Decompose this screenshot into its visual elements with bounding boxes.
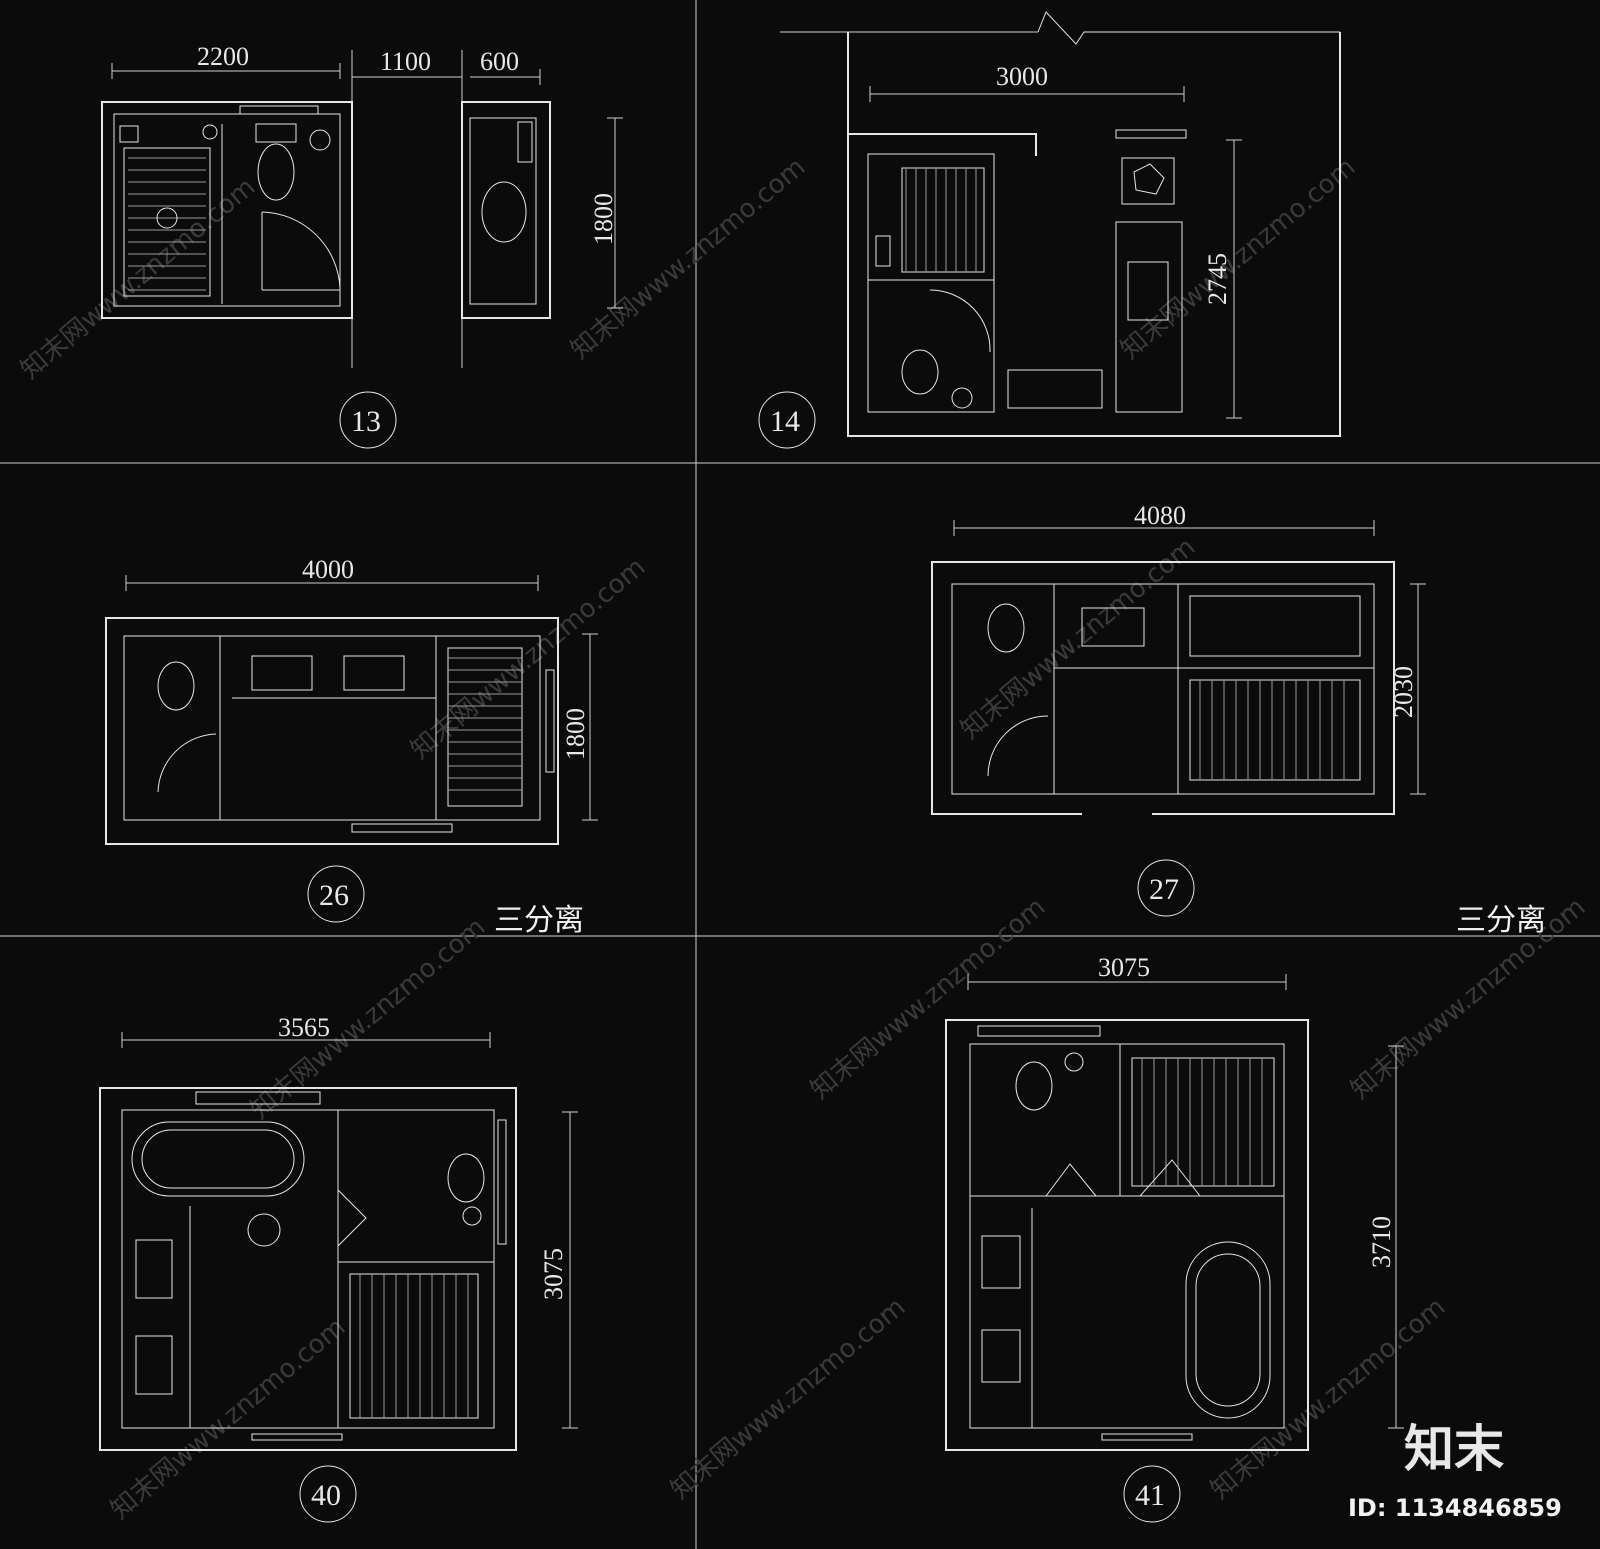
- dim-width: 3000: [996, 62, 1048, 91]
- watermark-text: 知末网www.znzmo.com: [1115, 152, 1361, 365]
- plan-number: 26: [319, 879, 349, 912]
- watermark-layer: 知末网www.znzmo.com 知末网www.znzmo.com 知末网www…: [15, 152, 1591, 1525]
- watermark-text: 知末网www.znzmo.com: [955, 532, 1201, 745]
- plan-41: 3075 3710 41: [945, 953, 1404, 1523]
- dim-width: 3565: [278, 1013, 330, 1042]
- layout-note: 三分离: [494, 903, 584, 938]
- image-id: ID: 1134846859: [1348, 1494, 1562, 1522]
- watermark-text: 知末网www.znzmo.com: [15, 172, 261, 385]
- plan-27: 4080 2030 27 三分离: [931, 501, 1546, 938]
- dim-door: 1100: [380, 47, 431, 76]
- plan-number: 40: [311, 1479, 341, 1512]
- plan-number: 13: [351, 405, 381, 438]
- dim-depth: 3075: [539, 1248, 568, 1300]
- dim-width: 2200: [197, 42, 249, 71]
- dim-width: 4000: [302, 555, 354, 584]
- dim-vanity: 600: [480, 47, 519, 76]
- plan-number: 14: [770, 405, 800, 438]
- brand-logo: 知末: [1404, 1420, 1504, 1478]
- plan-40: 3565 3075 40: [99, 1013, 578, 1523]
- layout-note: 三分离: [1456, 903, 1546, 938]
- watermark-text: 知末网www.znzmo.com: [665, 1292, 911, 1505]
- plan-26: 4000 1800 26 三分离: [105, 555, 598, 938]
- plan-number: 27: [1149, 873, 1179, 906]
- brand-watermark: 知末 ID: 1134846859: [1348, 1420, 1562, 1522]
- plan-14: 3000 2745 14: [758, 11, 1341, 449]
- dim-width: 3075: [1098, 953, 1150, 982]
- dim-depth: 1800: [589, 193, 618, 245]
- watermark-text: 知末网www.znzmo.com: [405, 552, 651, 765]
- dim-width: 4080: [1134, 501, 1186, 530]
- dim-depth: 1800: [561, 708, 590, 760]
- watermark-text: 知末网www.znzmo.com: [565, 152, 811, 365]
- watermark-text: 知末网www.znzmo.com: [805, 892, 1051, 1105]
- plan-number: 41: [1135, 1479, 1165, 1512]
- dim-depth: 3710: [1367, 1216, 1396, 1268]
- plan-13: 2200 1100 600 1800: [101, 42, 623, 449]
- dim-depth: 2745: [1203, 253, 1232, 305]
